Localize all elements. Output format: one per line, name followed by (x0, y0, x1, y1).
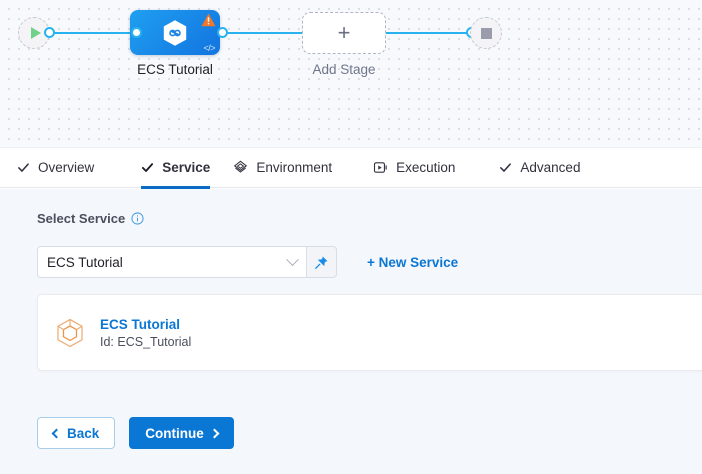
chevron-right-icon (209, 428, 220, 438)
tab-execution-label: Execution (396, 160, 456, 175)
chevron-down-icon[interactable] (286, 252, 299, 266)
connector-line-stage-add (222, 32, 302, 34)
continue-button-label: Continue (145, 425, 204, 441)
new-service-link[interactable]: + New Service (367, 254, 459, 270)
stage-node-input-port[interactable] (131, 27, 142, 38)
connector-line-start-stage (46, 32, 136, 34)
info-icon[interactable] (131, 212, 144, 225)
warning-triangle-icon[interactable] (201, 13, 216, 27)
service-step-content: Select Service ECS Tutorial + New (0, 189, 702, 474)
service-select-value: ECS Tutorial (47, 254, 123, 270)
pin-service-button[interactable] (307, 246, 337, 278)
check-icon (17, 161, 30, 174)
plus-icon: + (337, 20, 351, 45)
stage-node-output-port[interactable] (217, 27, 228, 38)
tab-overview-label: Overview (38, 160, 95, 175)
add-stage-label: Add Stage (312, 62, 376, 77)
harness-hexagon-icon (163, 19, 187, 46)
connector-line-add-end (386, 32, 472, 34)
tab-execution[interactable]: Execution (373, 148, 455, 188)
play-box-icon (373, 160, 388, 175)
tab-environment[interactable]: Environment (233, 148, 332, 188)
stage-node-ecs-tutorial[interactable]: </> (130, 10, 220, 55)
tab-environment-label: Environment (256, 160, 333, 175)
stop-square-icon (480, 27, 492, 39)
select-service-label-group: Select Service (37, 211, 144, 226)
check-icon (499, 161, 512, 174)
service-card-title[interactable]: ECS Tutorial (100, 316, 181, 332)
footer-button-row: Back Continue (37, 417, 234, 449)
tab-service[interactable]: Service (141, 148, 211, 189)
code-badge-icon[interactable]: </> (203, 43, 215, 53)
service-select-row: ECS Tutorial + New Service (37, 246, 458, 278)
tab-advanced[interactable]: Advanced (499, 148, 580, 188)
start-node-output-port[interactable] (44, 27, 55, 38)
tab-overview[interactable]: Overview (17, 148, 94, 188)
step-tab-bar: Overview Service Environment (0, 148, 702, 189)
chevron-left-icon (51, 428, 62, 438)
pipeline-canvas[interactable]: </> ECS Tutorial + Add Stage (0, 0, 702, 148)
pipeline-end-node[interactable] (470, 17, 502, 49)
pin-icon (315, 256, 328, 269)
tab-advanced-label: Advanced (520, 160, 581, 175)
tab-service-label: Service (162, 160, 211, 175)
service-card-text: ECS Tutorial Id: ECS_Tutorial (100, 317, 191, 349)
play-icon (30, 27, 41, 39)
service-card-ecs-tutorial[interactable]: ECS Tutorial Id: ECS_Tutorial (37, 294, 702, 371)
back-button[interactable]: Back (37, 417, 116, 449)
back-button-label: Back (67, 425, 100, 441)
add-stage-button[interactable]: + (302, 12, 386, 54)
layers-diamond-icon (233, 160, 248, 175)
stage-node-label: ECS Tutorial (137, 62, 213, 77)
service-select-input[interactable]: ECS Tutorial (37, 246, 307, 278)
select-service-label: Select Service (37, 211, 126, 226)
service-card-id: Id: ECS_Tutorial (100, 334, 192, 349)
cube-icon (57, 318, 83, 347)
check-icon (141, 161, 154, 174)
continue-button[interactable]: Continue (129, 417, 234, 449)
